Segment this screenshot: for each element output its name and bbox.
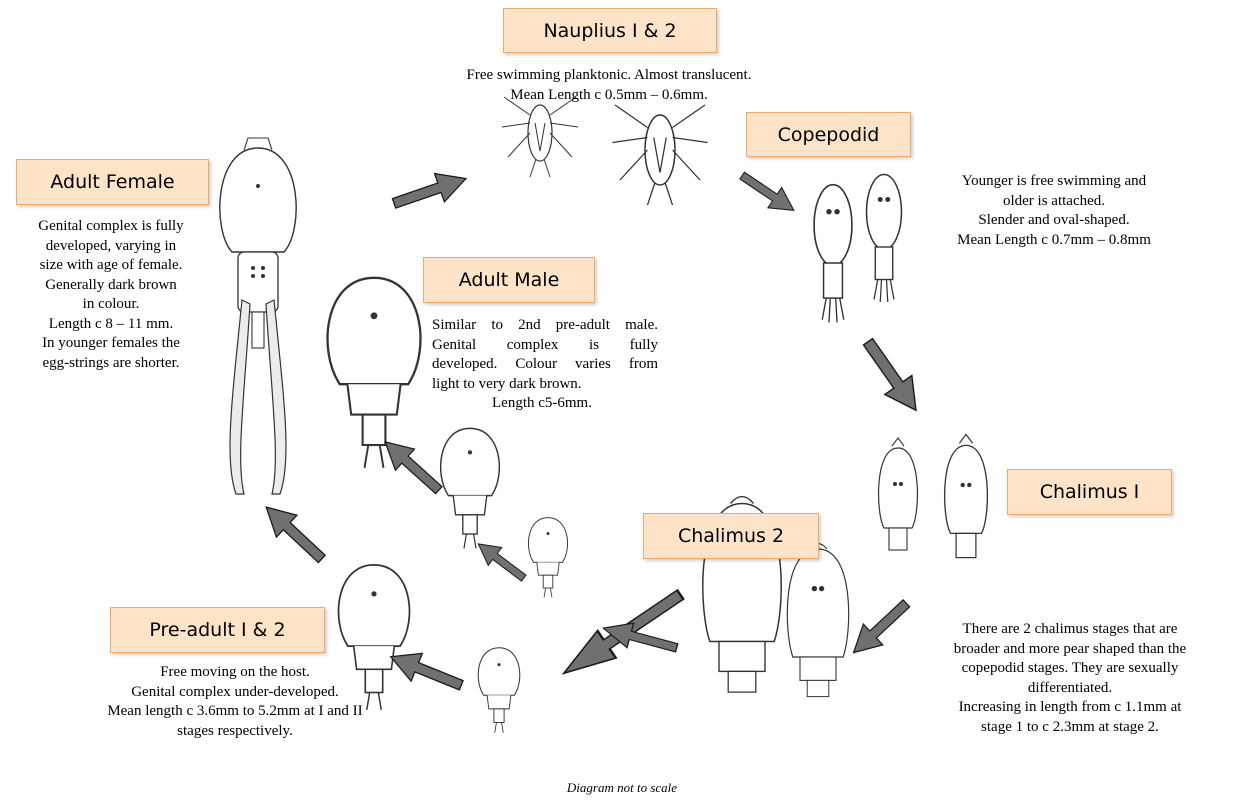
chalimus2-label: Chalimus 2: [643, 513, 819, 559]
text-line: Free moving on the host.: [58, 663, 412, 683]
text-line: stage 1 to c 2.3mm at stage 2.: [898, 718, 1242, 738]
text-line: Increasing in length from c 1.1mm at: [898, 698, 1242, 718]
text-line: older is attached.: [914, 192, 1194, 212]
text-line: Mean Length c 0.5mm – 0.6mm.: [400, 86, 818, 106]
text-line: developed, varying in: [2, 237, 220, 257]
text-line: Genital complex is fully: [432, 336, 658, 356]
chalimus2-drawing-2: [787, 544, 848, 697]
text-line: There are 2 chalimus stages that are: [898, 620, 1242, 640]
text-line: copepodid stages. They are sexually: [898, 659, 1242, 679]
arrow-nauplius-to-copepodid: [735, 165, 800, 220]
preadult-drawing-3: [528, 518, 567, 598]
text-line: Mean Length c 0.7mm – 0.8mm: [914, 231, 1194, 251]
nauplius-label: Nauplius I & 2: [503, 8, 717, 53]
text-line: Length c 8 – 11 mm.: [2, 315, 220, 335]
text-line: Length c5-6mm.: [432, 394, 658, 414]
adult-female-label: Adult Female: [16, 159, 209, 205]
arrow-copepodid-to-chalimus1: [855, 332, 930, 419]
preadult-drawing-1: [478, 648, 520, 733]
arrow-preadult-to-female: [256, 496, 332, 570]
copepodid-drawing-1: [814, 185, 852, 323]
chalimus1-drawing-1: [879, 438, 918, 550]
text-line: Genital complex is fully: [2, 217, 220, 237]
text-line: developed. Colour varies from: [432, 355, 658, 375]
preadult-label: Pre-adult I & 2: [110, 607, 325, 653]
adult-male-drawing-2: [441, 428, 500, 548]
arrow-male-to-adult-male: [376, 431, 449, 500]
nauplius-description: Free swimming planktonic. Almost translu…: [400, 66, 818, 105]
copepodid-description: Younger is free swimming and older is at…: [914, 172, 1194, 250]
text-line: broader and more pear shaped than the: [898, 640, 1242, 660]
nauplius-drawing-1: [502, 97, 578, 177]
text-line: In younger females the: [2, 334, 220, 354]
text-line: differentiated.: [898, 679, 1242, 699]
copepodid-drawing-2: [867, 175, 902, 303]
text-line: egg-strings are shorter.: [2, 354, 220, 374]
adult-female-drawing: [220, 138, 296, 494]
chalimus1-drawing-2: [945, 434, 988, 557]
text-line: Younger is free swimming and: [914, 172, 1194, 192]
arrow-female-to-nauplius: [389, 164, 471, 217]
preadult-description: Free moving on the host. Genital complex…: [58, 663, 412, 741]
text-line: Slender and oval-shaped.: [914, 211, 1194, 231]
adult-female-description: Genital complex is fully developed, vary…: [2, 217, 220, 373]
chalimus-description: There are 2 chalimus stages that are bro…: [898, 620, 1242, 737]
adult-male-description: Similar to 2nd pre-adult male. Genital c…: [432, 316, 658, 414]
text-line: light to very dark brown.: [432, 375, 658, 395]
text-line: stages respectively.: [58, 722, 412, 742]
scale-footnote: Diagram not to scale: [0, 780, 1244, 796]
text-line: Similar to 2nd pre-adult male.: [432, 316, 658, 336]
text-line: Generally dark brown: [2, 276, 220, 296]
chalimus1-label: Chalimus I: [1007, 469, 1172, 515]
nauplius-drawing-2: [613, 105, 708, 205]
text-line: Genital complex under-developed.: [58, 683, 412, 703]
copepodid-label: Copepodid: [746, 112, 911, 157]
text-line: Mean length c 3.6mm to 5.2mm at I and II: [58, 702, 412, 722]
text-line: in colour.: [2, 295, 220, 315]
adult-male-label: Adult Male: [423, 257, 595, 303]
text-line: Free swimming planktonic. Almost translu…: [400, 66, 818, 86]
text-line: size with age of female.: [2, 256, 220, 276]
arrow-center-to-male: [471, 535, 530, 587]
adult-male-drawing-1: [328, 278, 421, 468]
